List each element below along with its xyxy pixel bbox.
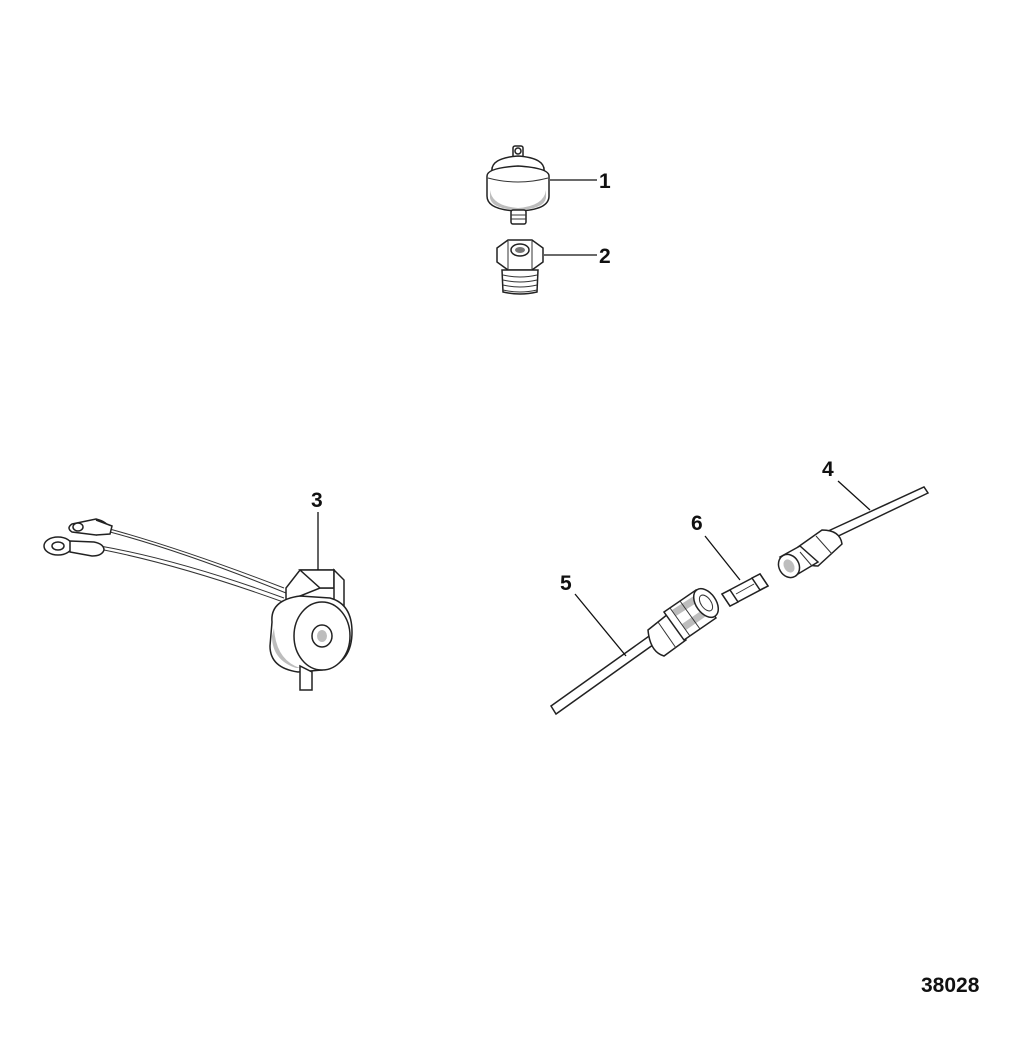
lead-wire-right-part (777, 486, 930, 579)
switch-part (486, 145, 550, 225)
fuse-part (720, 573, 770, 607)
figure-id: 38028 (921, 974, 980, 997)
leader-line-5 (574, 593, 627, 657)
callout-5: 5 (560, 572, 572, 595)
callout-4: 4 (822, 458, 834, 481)
coil-part (43, 518, 353, 691)
callout-3: 3 (311, 489, 323, 512)
lead-wire-left-part (549, 587, 720, 716)
leader-line-6 (704, 535, 741, 581)
callout-1: 1 (599, 170, 611, 193)
callout-2: 2 (599, 245, 611, 268)
leader-line-4 (837, 480, 871, 511)
callout-6: 6 (691, 512, 703, 535)
adapter-fitting-part (496, 239, 544, 295)
